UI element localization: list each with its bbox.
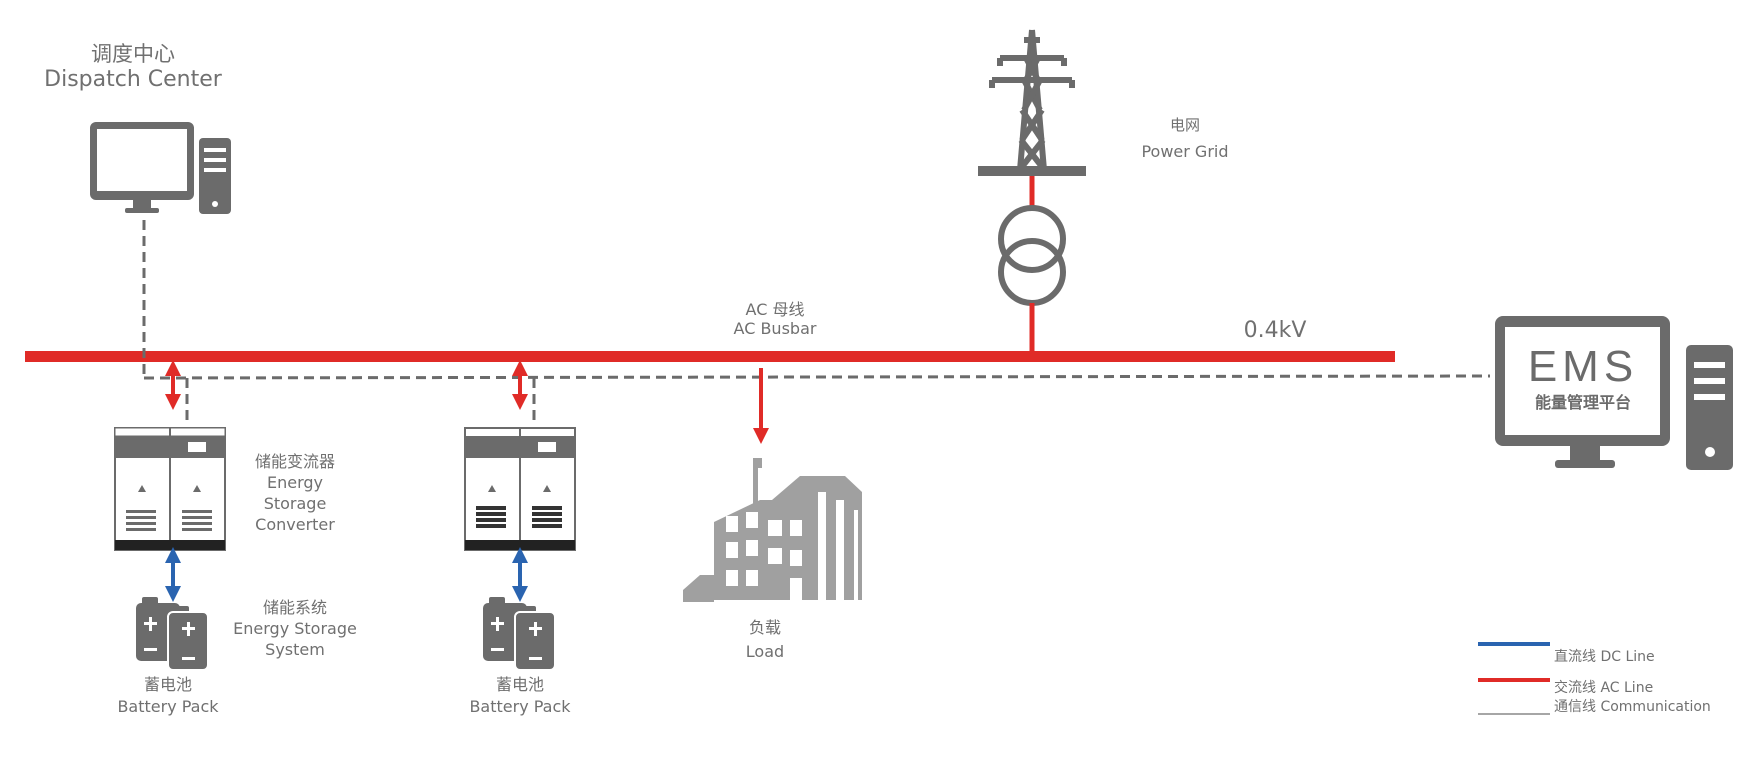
dispatch-computer-icon [90,122,231,214]
ac-busbar [25,351,1395,362]
load-en: Load [745,642,785,661]
communication-lines [142,220,1491,426]
battery-pack-label-2: 蓄电池 Battery Pack [455,674,585,718]
battery-icon-1 [136,597,209,671]
tower-base [978,166,1086,176]
load-zh: 负载 [748,618,781,637]
battery-pack-1-zh: 蓄电池 [143,675,192,694]
dispatch-center-label: 调度中心 Dispatch Center [38,42,228,94]
legend-comm-label: 通信线 Communication [1554,699,1711,715]
ac-busbar-en: AC Busbar [733,319,817,339]
converter-en-line2: Storage [263,494,327,513]
ems-computer-icon [1495,316,1733,470]
storage-system-label: 储能系统 Energy Storage System [225,597,365,660]
load-label: 负载 Load [725,616,805,664]
converter-cabinet-icon-1 [114,427,226,551]
converter-cabinet-icon-2 [464,427,576,551]
power-grid-en: Power Grid [1141,142,1229,161]
converter-label: 储能变流器 Energy Storage Converter [235,451,355,535]
battery-pack-2-zh: 蓄电池 [495,675,544,694]
battery-icon-2 [483,597,556,671]
busbar-voltage: 0.4kV [1243,318,1307,343]
dispatch-center-zh: 调度中心 [91,42,175,66]
battery-pack-2-en: Battery Pack [469,697,571,716]
dispatch-center-en: Dispatch Center [44,67,222,93]
transformer-icon [998,205,1066,306]
ems-title: EMS [1528,342,1638,391]
factory-icon [683,458,862,602]
power-grid-label: 电网 Power Grid [1120,116,1250,161]
converter-en-line3: Converter [255,515,335,534]
storage-system-en-line2: System [265,640,325,659]
legend-ac-label: 交流线 AC Line [1554,680,1654,696]
ac-busbar-label: AC 母线 AC Busbar [715,300,835,338]
ac-busbar-zh: AC 母线 [745,300,805,319]
ems-subtitle: 能量管理平台 [1535,393,1631,412]
battery-pack-label-1: 蓄电池 Battery Pack [108,674,228,718]
legend-dc-label: 直流线 DC Line [1554,649,1655,665]
power-grid-zh: 电网 [1169,116,1200,134]
converter-zh: 储能变流器 [254,452,335,471]
converter-en-line1: Energy [266,473,323,492]
storage-system-zh: 储能系统 [262,598,327,617]
storage-system-en-line1: Energy Storage [233,619,357,638]
transmission-tower-icon [980,29,1084,173]
battery-pack-1-en: Battery Pack [117,697,219,716]
